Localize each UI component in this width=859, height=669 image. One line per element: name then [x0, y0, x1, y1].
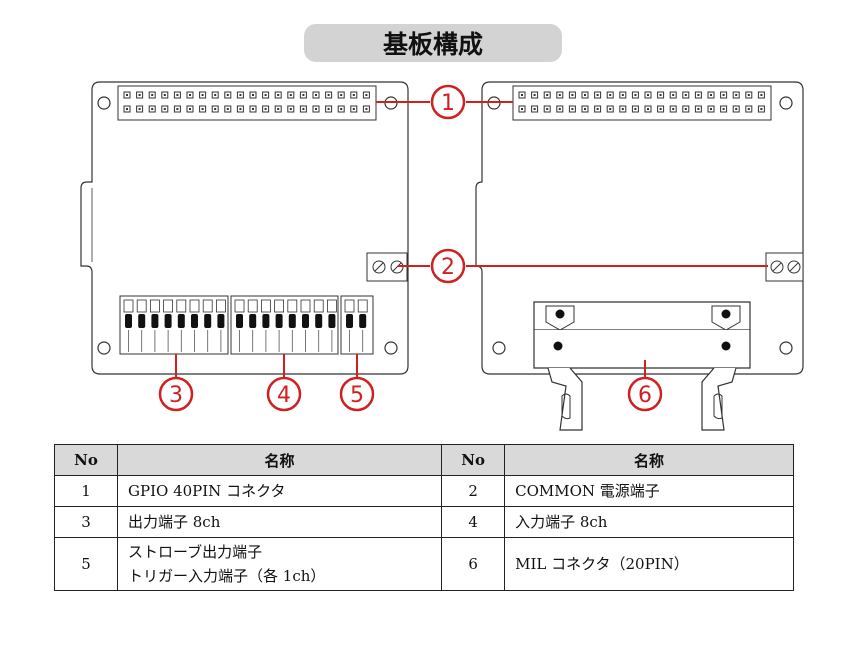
row-name-line: 入力端子 8ch	[515, 513, 608, 531]
callout-6: 6	[627, 376, 663, 412]
row-name: 入力端子 8ch	[504, 506, 794, 538]
right-board	[475, 81, 804, 431]
row-no: 1	[54, 475, 118, 507]
svg-text:4: 4	[277, 383, 291, 408]
board-diagram: 1 2 3 4 5 6	[80, 81, 804, 431]
col-no: No	[441, 444, 506, 476]
row-name: COMMON 電源端子	[504, 475, 794, 507]
svg-text:1: 1	[441, 91, 455, 116]
table-header-row: No 名称 No 名称	[54, 444, 794, 476]
svg-text:6: 6	[638, 383, 652, 408]
callout-1: 1	[430, 84, 466, 120]
row-name-line: ストローブ出力端子	[128, 543, 263, 561]
mount-hole	[97, 96, 111, 110]
row-name-line: GPIO 40PIN コネクタ	[128, 482, 286, 500]
row-name: GPIO 40PIN コネクタ	[116, 475, 443, 507]
row-name-line: MIL コネクタ（20PIN）	[515, 555, 689, 573]
row-name: 出力端子 8ch	[116, 506, 443, 538]
gpio-pins	[123, 91, 370, 113]
row-no: 4	[441, 506, 506, 538]
callout-5: 5	[339, 376, 375, 412]
row-no: 3	[54, 506, 118, 538]
row-name-line: トリガー入力端子（各 1ch）	[128, 567, 326, 585]
svg-text:3: 3	[169, 383, 183, 408]
gpio-40pin-connector	[512, 85, 772, 121]
row-name: MIL コネクタ（20PIN）	[504, 537, 794, 591]
row-name-line: COMMON 電源端子	[515, 482, 660, 500]
svg-text:5: 5	[350, 383, 364, 408]
parts-table: No 名称 No 名称 1 GPIO 40PIN コネクタ 2 COMMON 電…	[54, 444, 794, 591]
mount-hole	[779, 96, 793, 110]
callout-3: 3	[158, 376, 194, 412]
table-row: 3 出力端子 8ch 4 入力端子 8ch	[54, 506, 794, 538]
page-title: 基板構成	[304, 24, 562, 62]
gpio-pins	[518, 91, 765, 113]
mount-hole	[97, 341, 111, 355]
mount-hole	[492, 341, 506, 355]
svg-text:2: 2	[441, 255, 455, 280]
row-no: 5	[54, 537, 118, 591]
table-row: 1 GPIO 40PIN コネクタ 2 COMMON 電源端子	[54, 475, 794, 507]
callout-2: 2	[430, 248, 466, 284]
mount-hole	[779, 341, 793, 355]
col-no: No	[54, 444, 118, 476]
gpio-40pin-connector	[117, 85, 377, 121]
table-row: 5 ストローブ出力端子 トリガー入力端子（各 1ch） 6 MIL コネクタ（2…	[54, 537, 794, 591]
mount-hole	[384, 341, 398, 355]
mil-connector-20pin	[533, 301, 751, 431]
callout-lines	[175, 101, 768, 378]
row-no: 6	[441, 537, 506, 591]
row-name-line: 出力端子 8ch	[128, 513, 221, 531]
col-name: 名称	[504, 444, 794, 476]
left-board	[80, 81, 409, 375]
row-name: ストローブ出力端子 トリガー入力端子（各 1ch）	[116, 537, 443, 591]
terminal-keys	[123, 299, 368, 352]
col-name: 名称	[116, 444, 443, 476]
callout-4: 4	[266, 376, 302, 412]
row-no: 2	[441, 475, 506, 507]
